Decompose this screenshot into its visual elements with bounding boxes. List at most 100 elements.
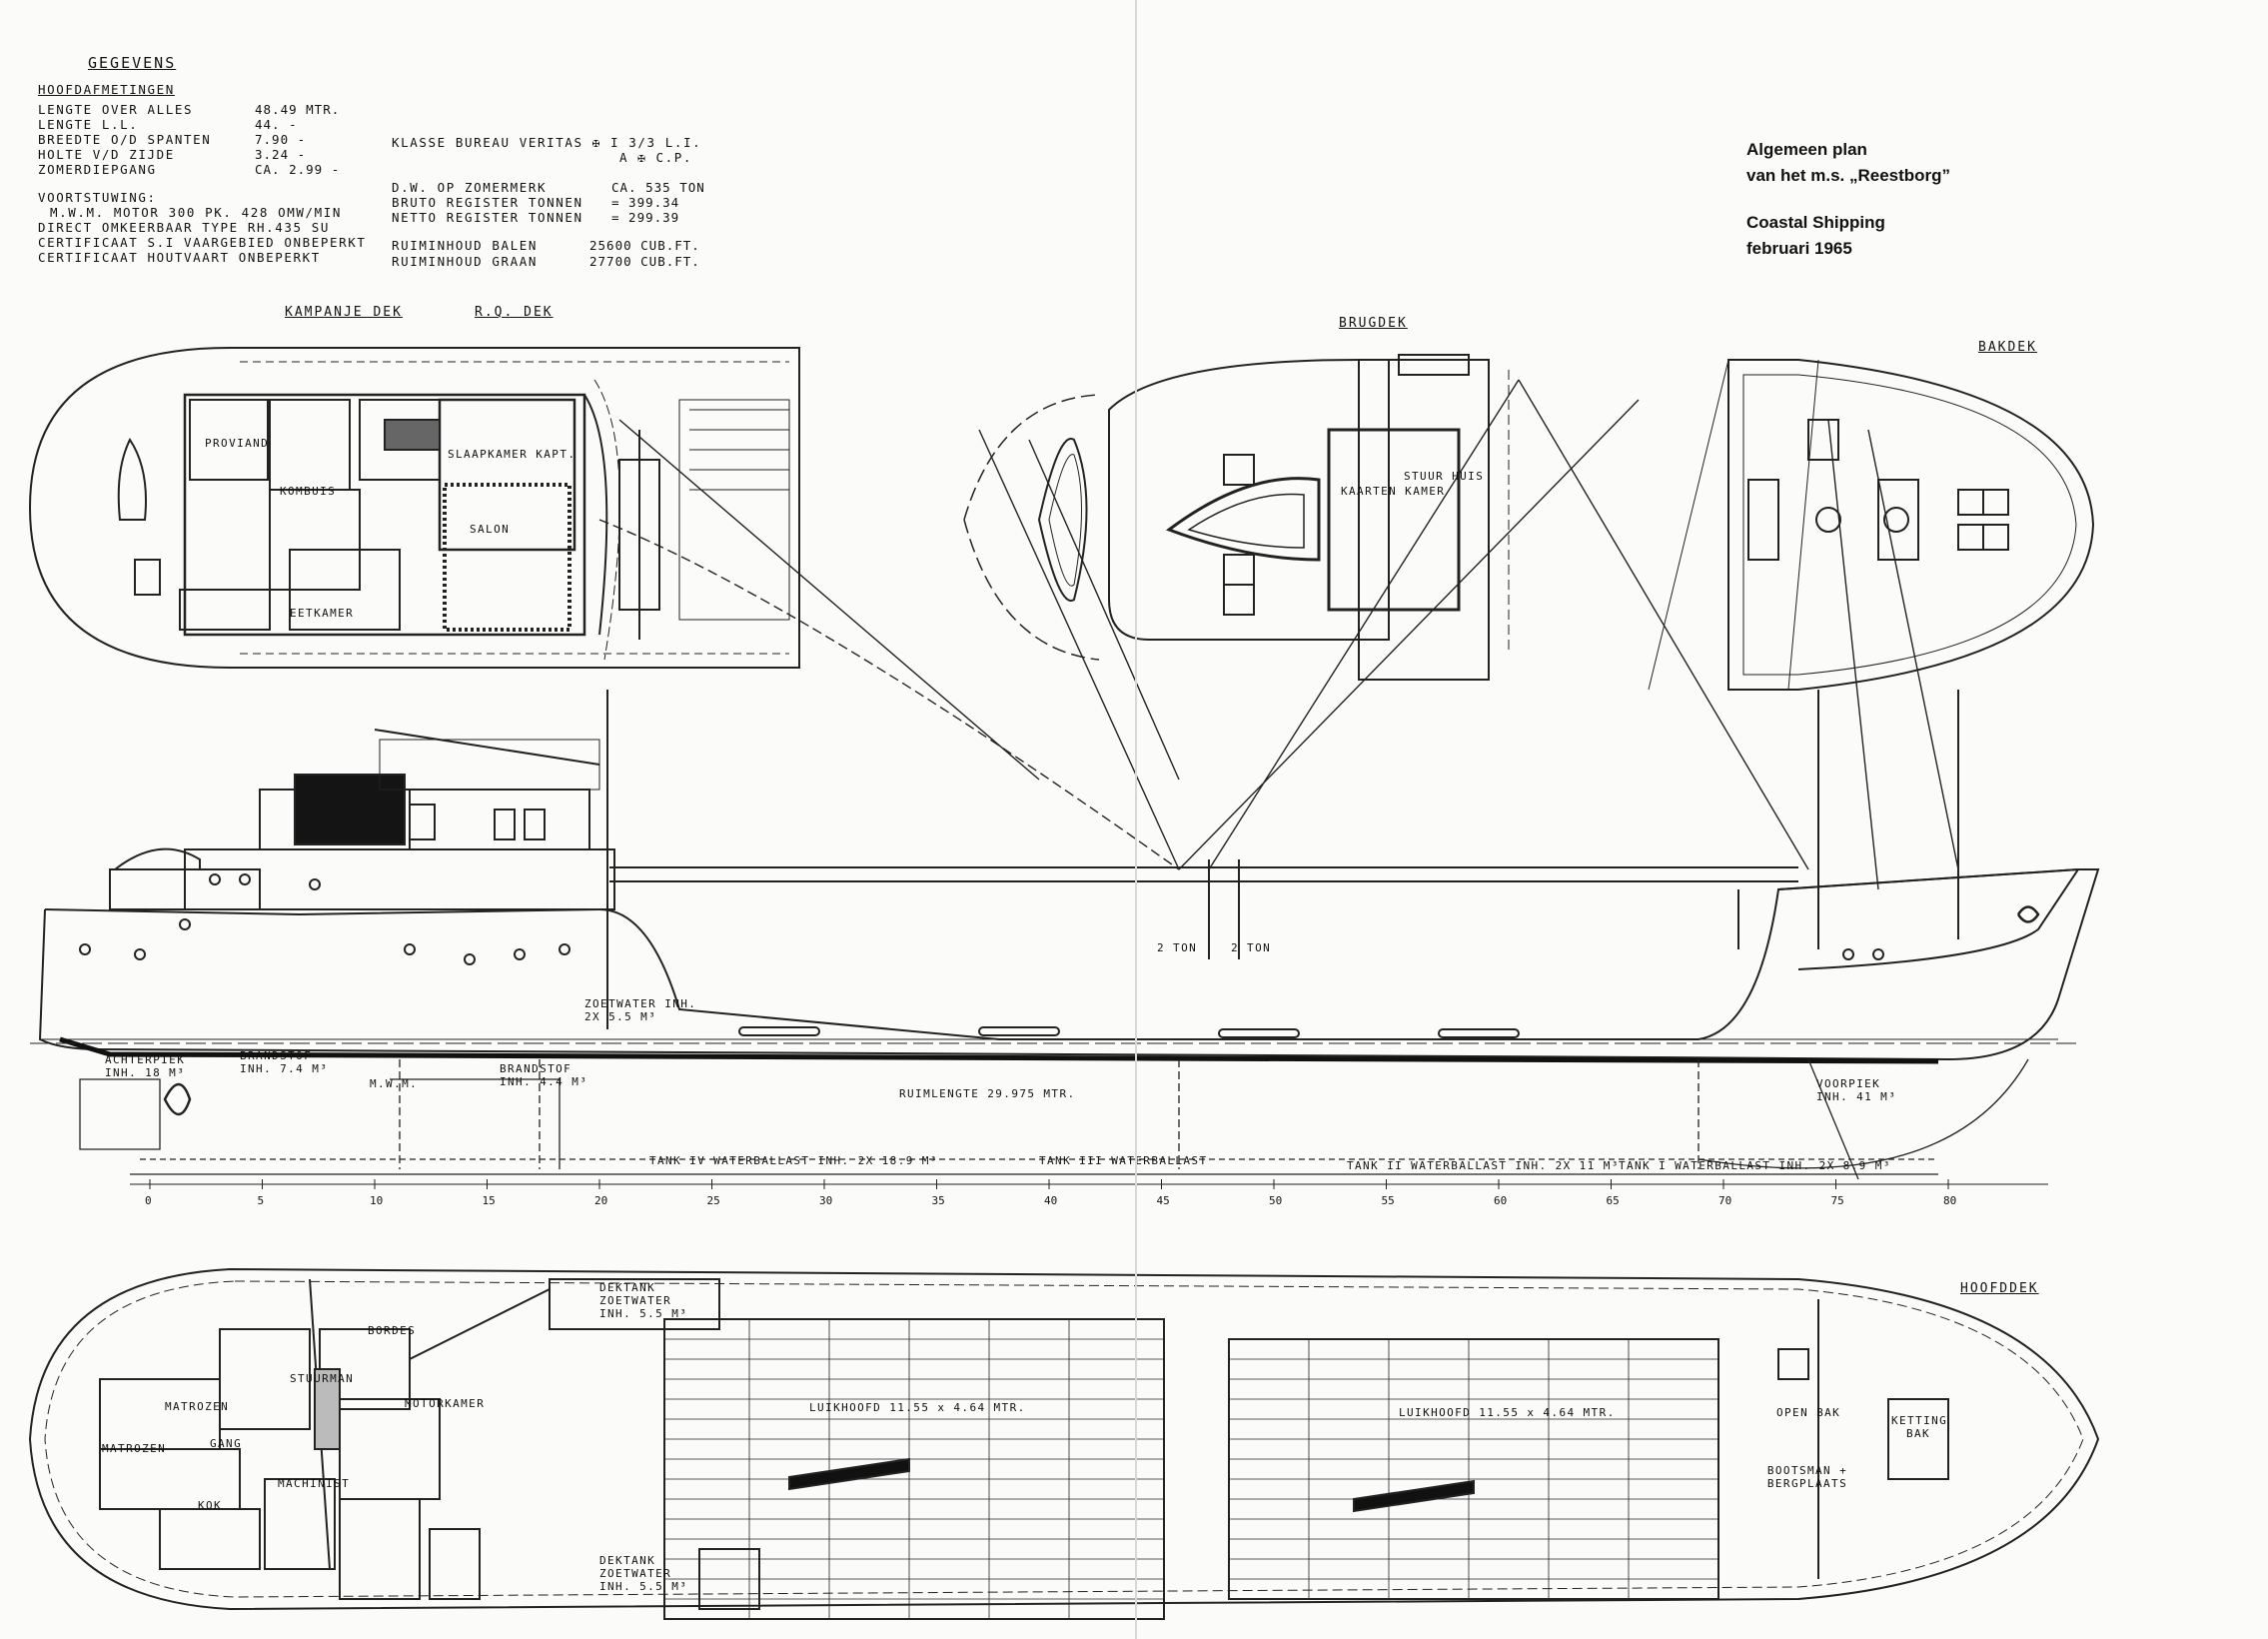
room-kettingbak: KETTING BAK <box>1891 1414 1948 1440</box>
capacity-0-value: 25600 CUB.FT. <box>589 238 700 253</box>
propulsion-3-label: CERTIFICAAT HOUTVAART ONBEPERKT <box>38 250 321 265</box>
tank-2: TANK II WATERBALLAST INH. 2X 11 M³ <box>1347 1159 1620 1172</box>
dimension-4-label: ZOMERDIEPGANG <box>38 162 157 177</box>
dimension-2-label: BREEDTE O/D SPANTEN <box>38 132 212 147</box>
frame-number: 65 <box>1607 1194 1620 1207</box>
frame-number: 50 <box>1269 1194 1282 1207</box>
room-proviand: PROVIAND <box>205 437 270 450</box>
hatch-b: LUIKHOOFD 11.55 x 4.64 MTR. <box>1399 1406 1616 1419</box>
bridge-deck-plan <box>963 354 1510 681</box>
room-stuurman: STUURMAN <box>290 1372 355 1385</box>
hatch-a: LUIKHOOFD 11.55 x 4.64 MTR. <box>809 1401 1026 1414</box>
class-line-1: KLASSE BUREAU VERITAS ✠ I 3/3 L.I. <box>392 135 702 150</box>
dimension-3-label: HOLTE V/D ZIJDE <box>38 147 175 162</box>
propulsion-title: VOORTSTUWING: <box>38 190 157 205</box>
deck-label-kampanje: KAMPANJE DEK <box>285 305 403 320</box>
tank-brandstof-1: BRANDSTOF INH. 7.4 M³ <box>240 1049 329 1075</box>
room-slaapkamer: SLAAPKAMER KAPT. <box>448 448 576 461</box>
deck-label-brug: BRUGDEK <box>1339 316 1408 331</box>
frame-number: 0 <box>145 1194 152 1207</box>
side-profile <box>30 690 2100 1064</box>
poop-deck-plan <box>28 347 800 669</box>
tank-1: TANK I WATERBALLAST INH. 2X 8.9 M³ <box>1619 1159 1891 1172</box>
tank-brandstof-2: BRANDSTOF INH. 4.4 M³ <box>500 1062 588 1088</box>
room-matrozen-2: MATROZEN <box>102 1442 167 1455</box>
dimension-3-value: 3.24 - <box>255 147 307 162</box>
deck-label-rq: R.Q. DEK <box>475 305 554 320</box>
propulsion-1-label: DIRECT OMKEERBAAR TYPE RH.435 SU <box>38 220 331 235</box>
room-salon: SALON <box>470 523 511 536</box>
derrick-2: 2 TON <box>1231 941 1272 954</box>
deck-tank-1: DEKTANK ZOETWATER INH. 5.5 M³ <box>599 1281 688 1320</box>
deck-label-bak: BAKDEK <box>1978 340 2037 355</box>
main-deck-plan <box>28 1267 2100 1620</box>
specs-title: GEGEVENS <box>88 54 177 72</box>
tank-4: TANK IV WATERBALLAST INH. 2X 18.9 M³ <box>649 1154 938 1167</box>
frame-number: 10 <box>370 1194 383 1207</box>
dims-title: HOOFDAFMETINGEN <box>38 82 175 97</box>
rigging-lines <box>598 379 1959 890</box>
frame-number: 40 <box>1044 1194 1057 1207</box>
room-eetkamer: EETKAMER <box>290 607 355 620</box>
room-matrozen-1: MATROZEN <box>165 1400 230 1413</box>
room-machinist: MACHINIST <box>278 1477 351 1490</box>
frame-ruler: 0 5 10 15 20 25 30 35 40 45 50 55 60 65 70 75 80 <box>130 1179 2048 1207</box>
derrick-1: 2 TON <box>1157 941 1198 954</box>
capacity-0-label: RUIMINHOUD BALEN <box>392 238 539 253</box>
room-kombuis: KOMBUIS <box>280 485 337 498</box>
tonnage-2-label: NETTO REGISTER TONNEN <box>392 210 583 225</box>
dimension-1-label: LENGTE L.L. <box>38 117 139 132</box>
class-line-2: A ✠ C.P. <box>619 150 693 165</box>
tank-3: TANK III WATERBALLAST <box>1039 1154 1208 1167</box>
profile-tanks <box>79 1058 2029 1180</box>
frame-number: 5 <box>258 1194 265 1207</box>
forecastle-deck-plan <box>1648 359 2095 691</box>
deck-tank-2: DEKTANK ZOETWATER INH. 5.5 M³ <box>599 1554 688 1593</box>
room-bootsman: BOOTSMAN + BERGPLAATS <box>1766 1464 1848 1490</box>
dimension-1-value: 44. - <box>255 117 298 132</box>
frame-number: 60 <box>1494 1194 1507 1207</box>
propulsion-0-label: M.W.M. MOTOR 300 PK. 428 OMW/MIN <box>50 205 343 220</box>
page-fold <box>1135 0 1137 1639</box>
room-bordes: BORDES <box>368 1324 417 1337</box>
frame-number: 20 <box>594 1194 607 1207</box>
frame-number: 35 <box>932 1194 945 1207</box>
ship-name: van het m.s. „Reestborg” <box>1746 166 1951 185</box>
frame-number: 70 <box>1718 1194 1731 1207</box>
tonnage-0-label: D.W. OP ZOMERMERK <box>392 180 548 195</box>
room-motorkamer: MOTORKAMER <box>405 1397 486 1410</box>
propulsion-2-label: CERTIFICAAT S.I VAARGEBIED ONBEPERKT <box>38 235 367 250</box>
frame-number: 75 <box>1831 1194 1844 1207</box>
room-stuurhuis: STUUR HUIS <box>1404 470 1485 483</box>
frame-number: 15 <box>483 1194 496 1207</box>
dimension-2-value: 7.90 - <box>255 132 307 147</box>
frame-number: 80 <box>1943 1194 1956 1207</box>
room-kok: KOK <box>198 1499 223 1512</box>
dimension-0-value: 48.49 MTR. <box>255 102 341 117</box>
tank-zoetwater: ZOETWATER INH. 2X 5.5 M³ <box>584 997 697 1023</box>
hold-length: RUIMLENGTE 29.975 MTR. <box>899 1087 1076 1100</box>
owner: Coastal Shipping <box>1746 213 1885 232</box>
dimension-0-label: LENGTE OVER ALLES <box>38 102 194 117</box>
capacity-1-label: RUIMINHOUD GRAAN <box>392 254 539 269</box>
tonnage-1-label: BRUTO REGISTER TONNEN <box>392 195 583 210</box>
deck-label-hoofd: HOOFDDEK <box>1960 1281 2039 1296</box>
room-gang: GANG <box>210 1437 243 1450</box>
frame-number: 45 <box>1157 1194 1170 1207</box>
frame-number: 55 <box>1382 1194 1395 1207</box>
frame-number: 25 <box>707 1194 720 1207</box>
tonnage-1-value: = 399.34 <box>611 195 680 210</box>
plan-title: Algemeen plan <box>1746 140 1867 159</box>
tank-voorpiek: VOORPIEK INH. 41 M³ <box>1816 1077 1897 1103</box>
tank-achterpiek: ACHTERPIEK INH. 18 M³ <box>105 1053 186 1079</box>
tonnage-0-value: CA. 535 TON <box>611 180 705 195</box>
capacity-1-value: 27700 CUB.FT. <box>589 254 700 269</box>
engine-mwm: M.W.M. <box>370 1077 419 1090</box>
date: februari 1965 <box>1746 239 1852 258</box>
tonnage-2-value: = 299.39 <box>611 210 680 225</box>
frame-number: 30 <box>819 1194 832 1207</box>
room-kaartenkamer: KAARTEN KAMER <box>1341 485 1446 498</box>
dimension-4-value: CA. 2.99 - <box>255 162 341 177</box>
